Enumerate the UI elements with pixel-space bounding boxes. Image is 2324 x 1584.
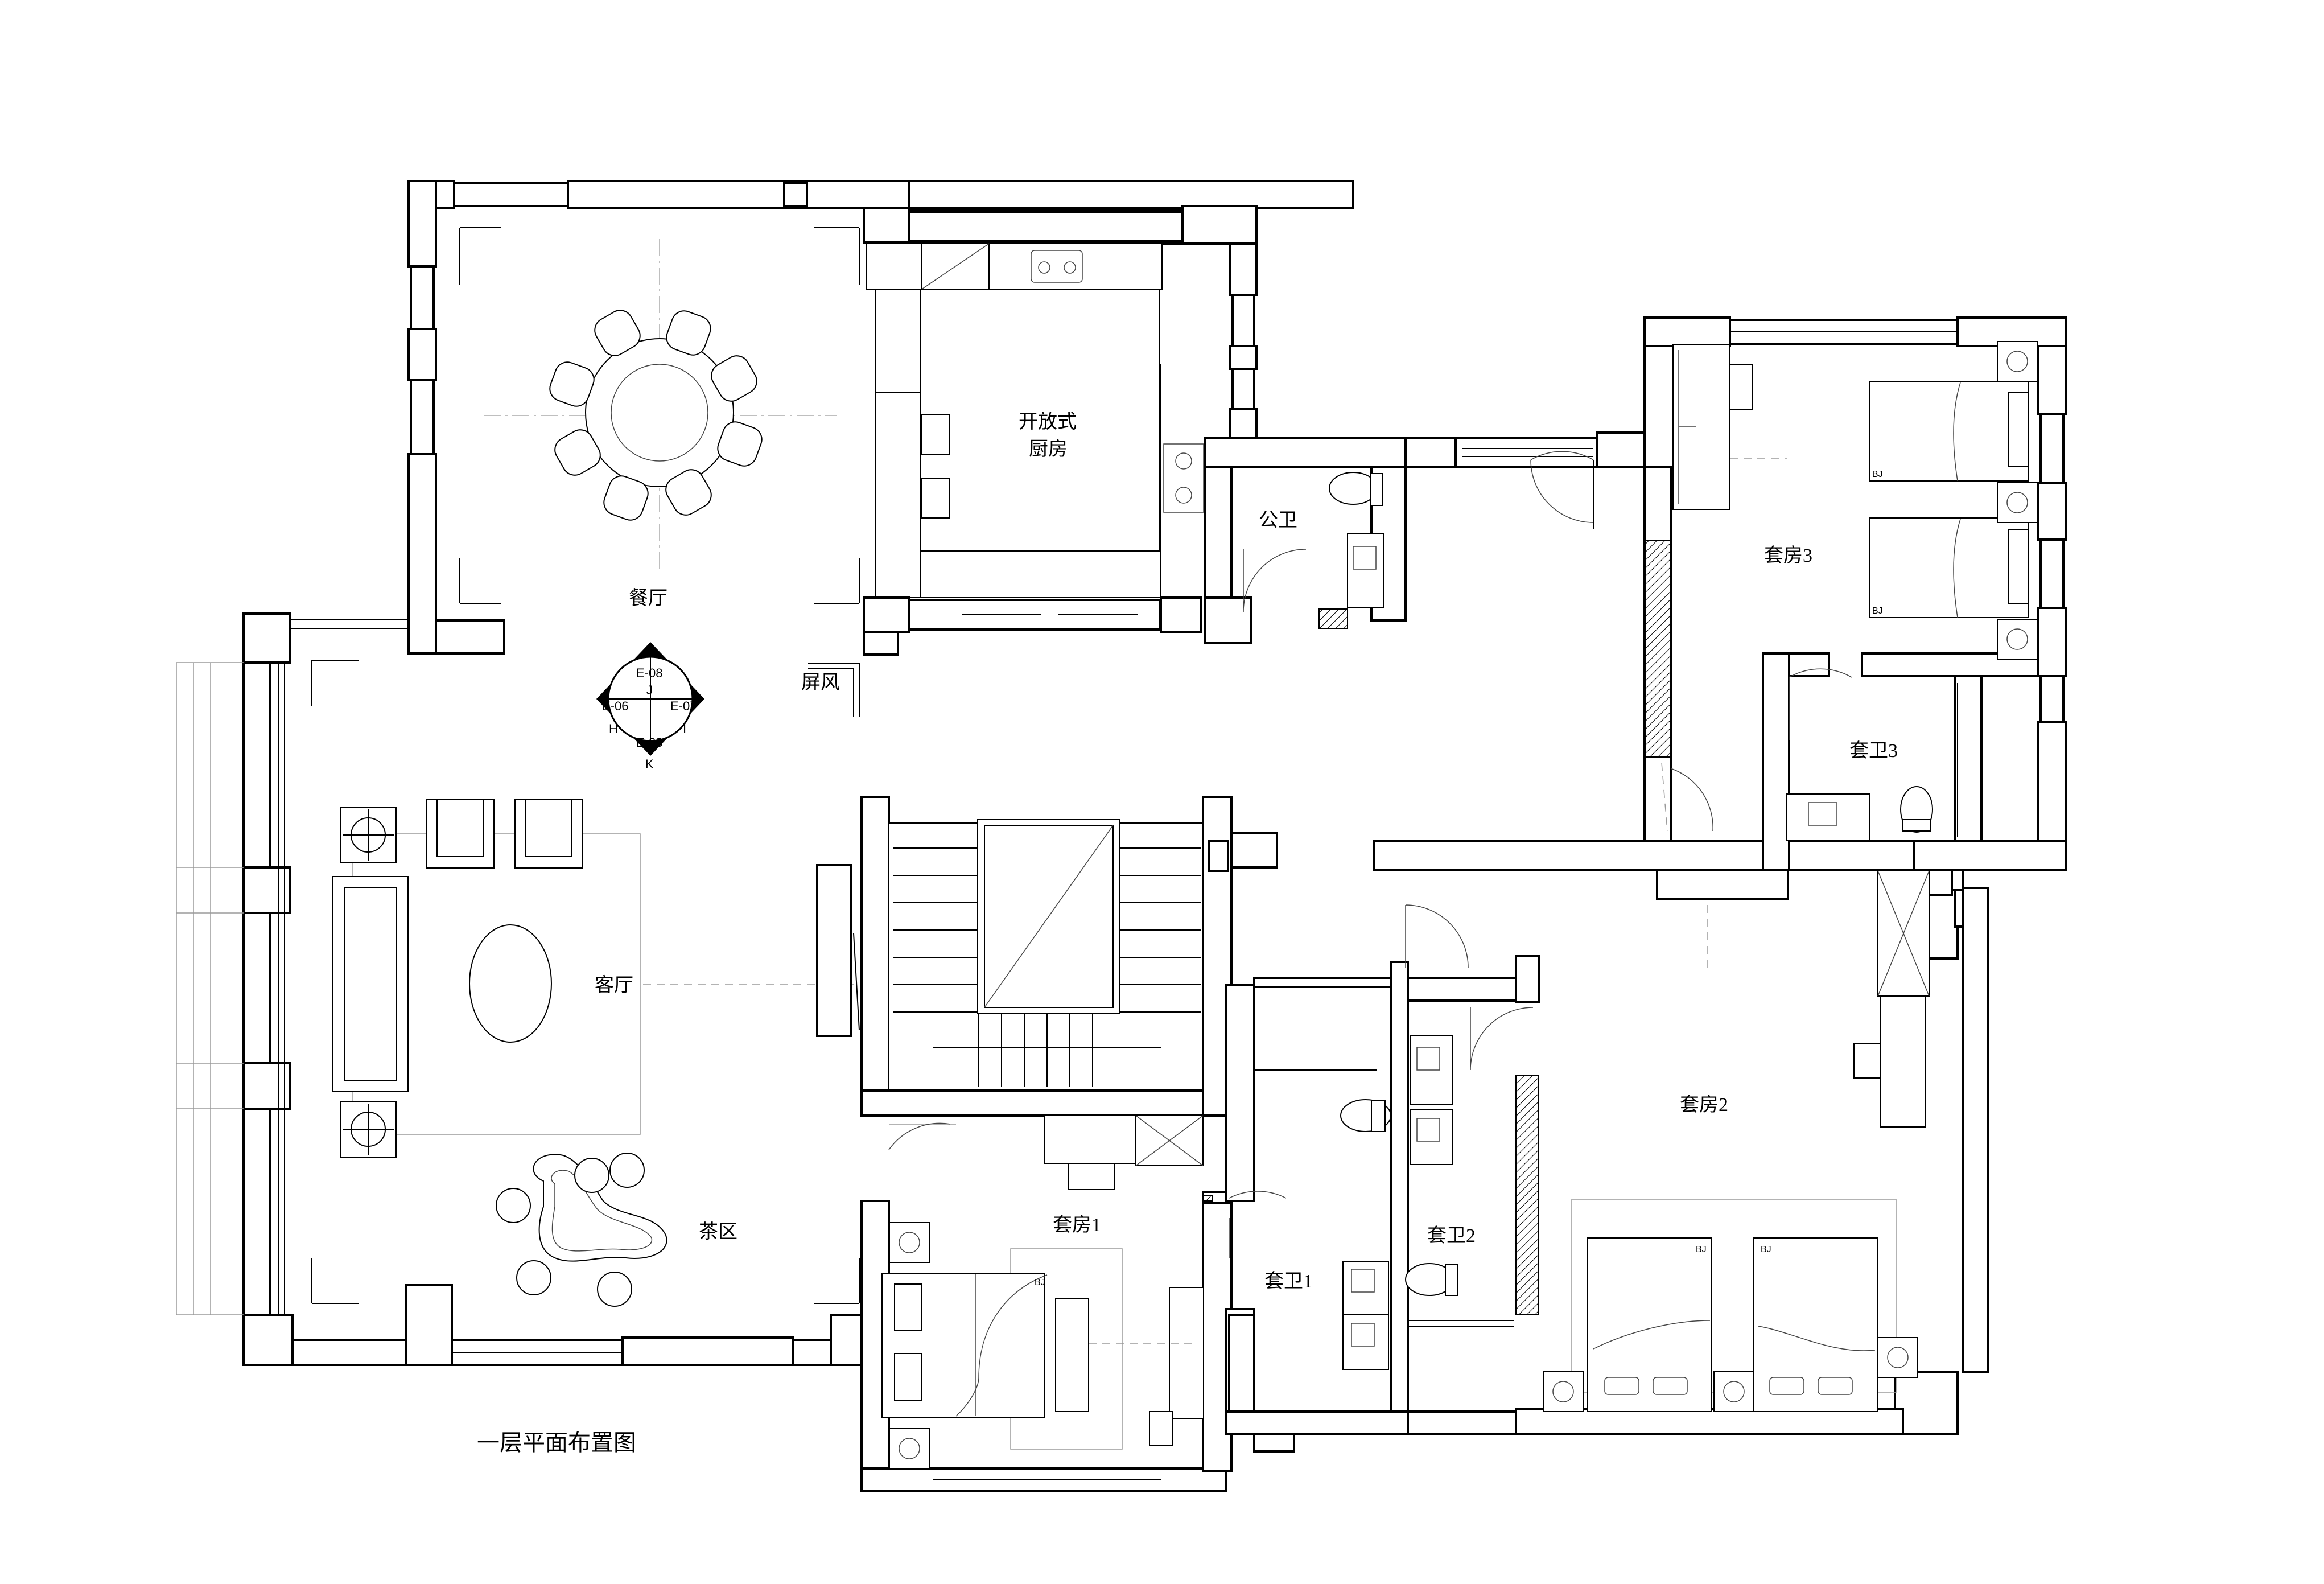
suite-bath-3 bbox=[1661, 668, 1958, 841]
screen-partition bbox=[808, 663, 860, 717]
kitchen-label-line2: 厨房 bbox=[1029, 438, 1068, 460]
dining-chairs bbox=[549, 310, 763, 521]
suite-2: BJ BJ bbox=[1373, 840, 1989, 1435]
suite3-bed1-mark: BJ bbox=[1872, 470, 1883, 479]
kitchen-label-line1: 开放式 bbox=[1019, 411, 1077, 433]
elevation-index-symbol: E-08 J E-06 H E-07 I E-08 K bbox=[596, 642, 704, 771]
suite2-bed1-mark: BJ bbox=[1696, 1245, 1707, 1254]
public-wc bbox=[1204, 437, 1458, 644]
suite1-label: 套房1 bbox=[1053, 1214, 1101, 1236]
elevation-left-letter: H bbox=[609, 722, 618, 736]
elevation-left-code: E-06 bbox=[602, 699, 628, 713]
suite-bath-1 bbox=[1225, 977, 1409, 1453]
suite3-bed2-mark: BJ bbox=[1872, 606, 1883, 616]
elevation-bottom-code: E-08 bbox=[636, 735, 662, 750]
dining-table bbox=[549, 310, 763, 521]
staircase bbox=[816, 796, 1278, 1117]
drawing-title: 一层平面布置图 bbox=[477, 1430, 636, 1455]
elevation-bottom-letter: K bbox=[645, 757, 654, 771]
suite2-bed2-mark: BJ bbox=[1761, 1245, 1771, 1254]
tea-area bbox=[496, 1153, 667, 1307]
tea-area-label: 茶区 bbox=[699, 1221, 737, 1242]
screen-label: 屏风 bbox=[801, 672, 840, 693]
open-kitchen bbox=[863, 205, 1258, 656]
suite-bath-2 bbox=[1390, 955, 1540, 1435]
suite2-label: 套房2 bbox=[1680, 1094, 1728, 1116]
suite-1: BJ bbox=[860, 1115, 1233, 1492]
suite3-label: 套房3 bbox=[1764, 545, 1812, 566]
elevation-top-code: E-08 bbox=[636, 666, 662, 680]
living-area bbox=[176, 612, 863, 1366]
public-wc-label: 公卫 bbox=[1259, 510, 1297, 531]
suite-bath1-label: 套卫1 bbox=[1264, 1271, 1313, 1292]
elevation-right-letter: I bbox=[683, 722, 686, 736]
suite-bath3-label: 套卫3 bbox=[1849, 740, 1898, 762]
elevation-top-letter: J bbox=[646, 683, 653, 697]
suite-bath2-label: 套卫2 bbox=[1427, 1225, 1476, 1246]
living-room-label: 客厅 bbox=[595, 974, 633, 996]
suite1-bed-mark: BJ bbox=[1035, 1278, 1045, 1287]
dining-room-label: 餐厅 bbox=[629, 587, 667, 609]
suite-3: BJ BJ bbox=[1454, 316, 2067, 871]
stair-steps bbox=[893, 847, 1201, 1087]
elevation-right-code: E-07 bbox=[670, 699, 697, 713]
